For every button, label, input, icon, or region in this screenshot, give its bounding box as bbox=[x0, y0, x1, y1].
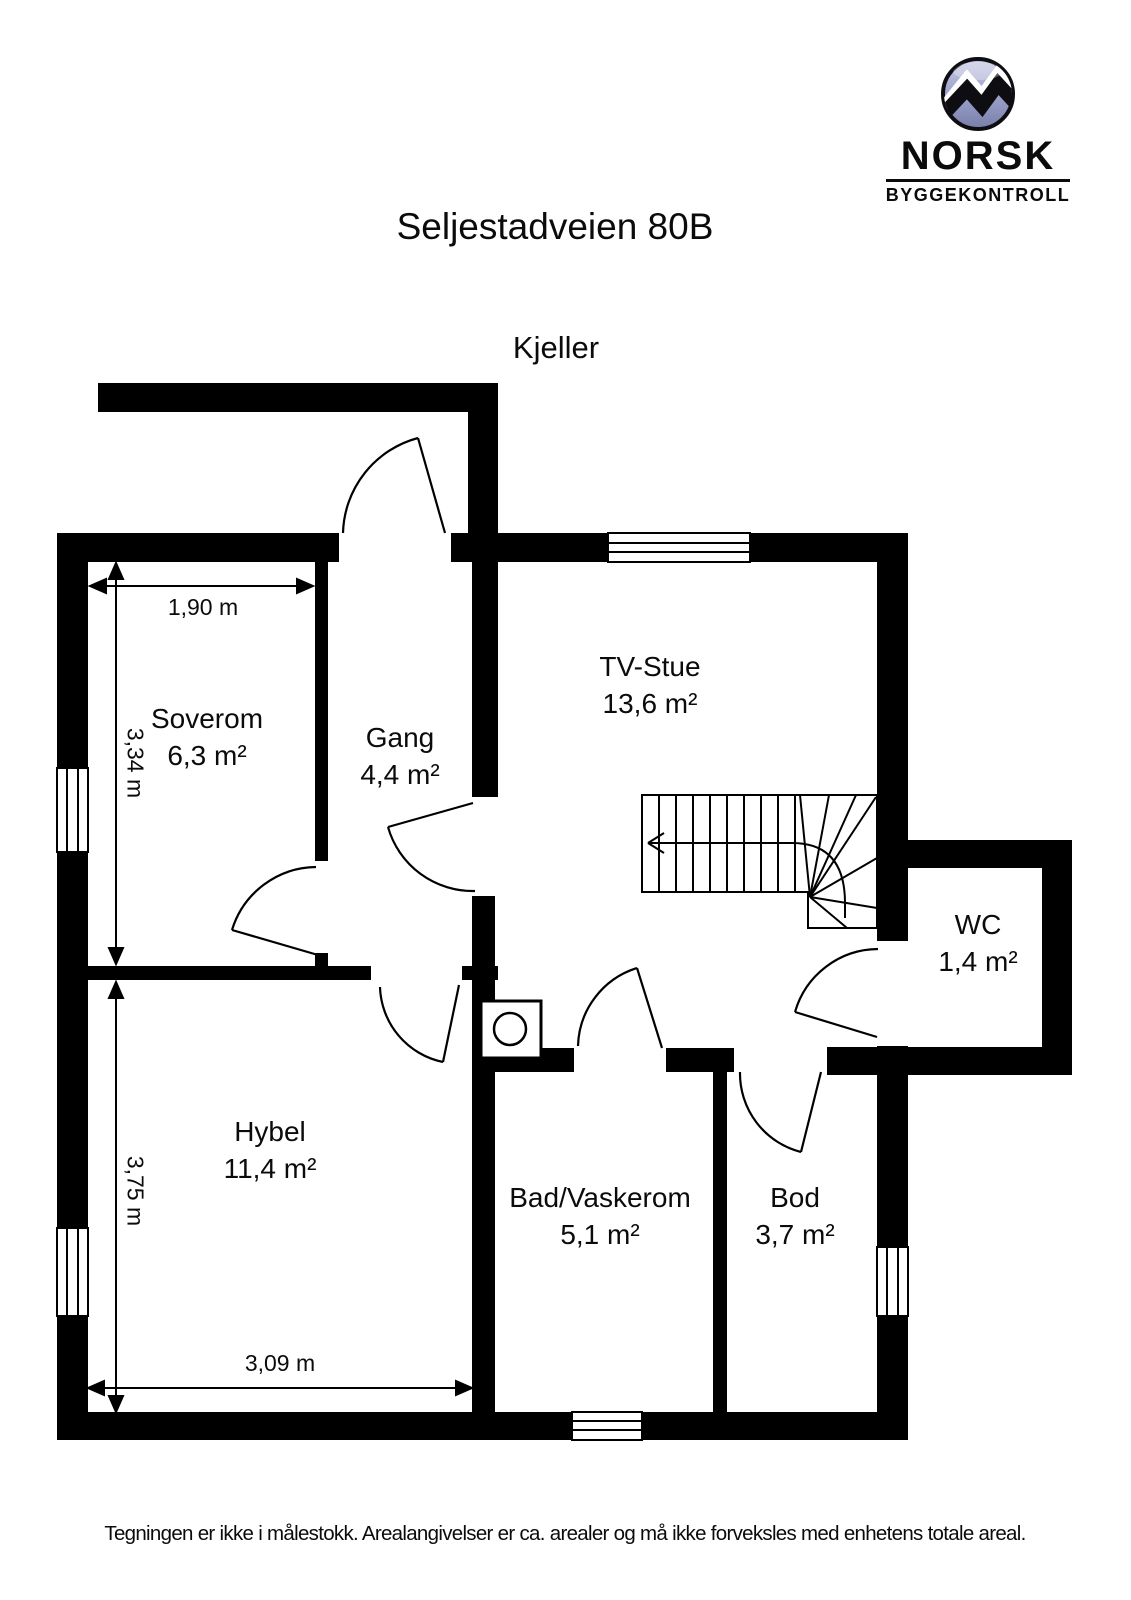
window-tvstue bbox=[607, 532, 751, 563]
room-area: 11,4 m² bbox=[223, 1153, 317, 1184]
room-name: WC bbox=[954, 909, 1002, 940]
staircase bbox=[641, 794, 878, 929]
room-name: Bad/Vaskerom bbox=[509, 1182, 691, 1213]
door-entrance bbox=[341, 436, 447, 534]
windows-layer bbox=[56, 532, 909, 1441]
stairs-direction-arrow bbox=[647, 832, 846, 918]
logo-mountain-icon bbox=[941, 57, 1015, 131]
room-label-bad-vaskerom: Bad/Vaskerom 5,1 m² bbox=[509, 1179, 691, 1253]
doors-layer bbox=[230, 436, 879, 1154]
window-soverom bbox=[56, 767, 89, 853]
logo-wordmark: NORSK bbox=[900, 134, 1056, 178]
door-jambs bbox=[315, 533, 908, 1072]
door-bod bbox=[738, 1071, 823, 1154]
dim-label-334: 3,34 m bbox=[122, 727, 149, 799]
room-area: 1,4 m² bbox=[938, 946, 1018, 977]
door-wc bbox=[793, 947, 879, 1039]
door-hybel bbox=[378, 984, 461, 1064]
room-name: Bod bbox=[770, 1182, 820, 1213]
room-name: Hybel bbox=[234, 1116, 306, 1147]
logo-divider bbox=[886, 179, 1070, 182]
dim-arrow-375 bbox=[107, 979, 125, 1415]
page-title: Seljestadveien 80B bbox=[396, 206, 714, 247]
dim-label-190: 1,90 m bbox=[167, 594, 239, 620]
dim-arrow-190 bbox=[87, 577, 316, 595]
room-name: Soverom bbox=[150, 703, 264, 734]
dimension-arrows bbox=[85, 560, 475, 1415]
chimney-icon bbox=[479, 999, 543, 1060]
dim-label-375: 3,75 m bbox=[122, 1155, 149, 1227]
room-label-wc: WC 1,4 m² bbox=[938, 906, 1017, 980]
dim-label-309: 3,09 m bbox=[244, 1350, 316, 1376]
room-name: TV-Stue bbox=[599, 651, 701, 682]
door-soverom bbox=[230, 865, 319, 957]
window-bad bbox=[571, 1411, 643, 1441]
room-label-hybel: Hybel 11,4 m² bbox=[224, 1113, 317, 1187]
room-name: Gang bbox=[365, 722, 435, 753]
window-hybel bbox=[56, 1227, 89, 1317]
room-label-gang: Gang 4,4 m² bbox=[360, 719, 439, 793]
floor-name: Kjeller bbox=[512, 330, 600, 365]
room-area: 6,3 m² bbox=[167, 740, 247, 771]
room-label-bod: Bod 3,7 m² bbox=[755, 1179, 834, 1253]
dim-arrow-309 bbox=[85, 1379, 475, 1397]
room-label-tvstue: TV-Stue 13,6 m² bbox=[599, 648, 700, 722]
door-gang-tvstue bbox=[386, 801, 476, 893]
room-area: 13,6 m² bbox=[602, 688, 698, 719]
room-area: 5,1 m² bbox=[560, 1219, 640, 1250]
window-bod bbox=[876, 1246, 909, 1317]
dim-arrow-334 bbox=[107, 560, 125, 967]
room-area: 3,7 m² bbox=[755, 1219, 835, 1250]
door-bad bbox=[576, 966, 664, 1049]
walls-layer bbox=[57, 383, 1072, 1440]
room-label-soverom: Soverom 6,3 m² bbox=[151, 700, 263, 774]
room-area: 4,4 m² bbox=[360, 759, 440, 790]
company-logo: NORSK BYGGEKONTROLL bbox=[862, 56, 1094, 206]
logo-subtitle: BYGGEKONTROLL bbox=[885, 185, 1071, 205]
disclaimer-text: Tegningen er ikke i målestokk. Arealangi… bbox=[104, 1522, 1026, 1545]
